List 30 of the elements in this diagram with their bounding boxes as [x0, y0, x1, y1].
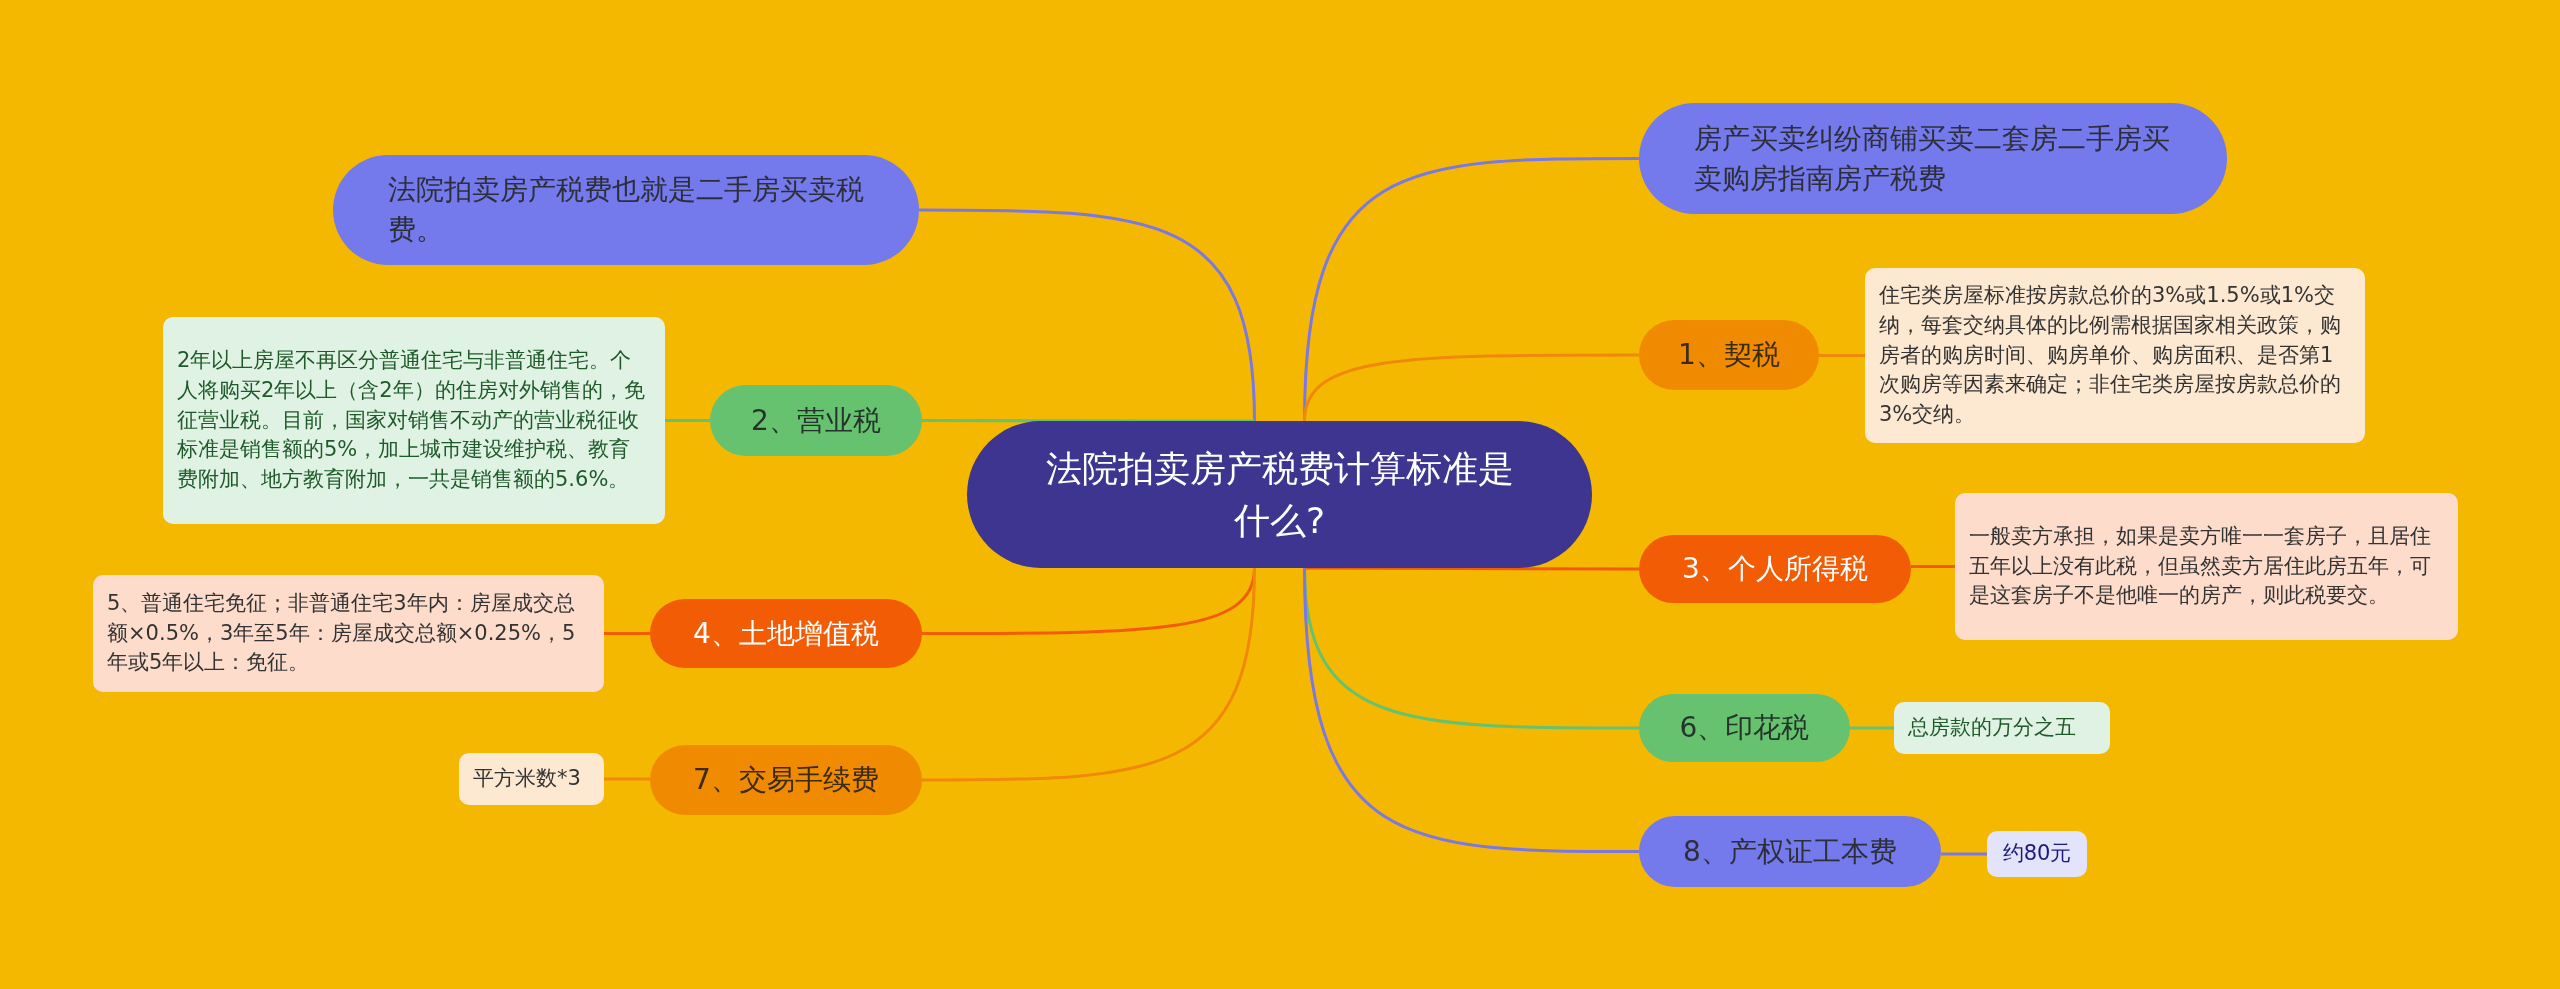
note-card: 5、普通住宅免征；非普通住宅3年内：房屋成交总额×0.5%，3年至5年：房屋成交总额×0.25%，5年或5年以上：免征。	[93, 575, 604, 692]
branch-pill: 2、营业税	[710, 385, 922, 456]
connector-line	[1819, 354, 1865, 357]
connector-line	[604, 777, 650, 781]
branch-pill: 1、契税	[1639, 320, 1819, 390]
note-card: 约80元	[1987, 831, 2087, 877]
connector-line	[1941, 852, 1987, 856]
branch-pill: 4、土地增值税	[650, 599, 922, 668]
note-card: 一般卖方承担，如果是卖方唯一一套房子，且居住五年以上没有此税，但虽然卖方居住此房五年，可是这套房子不是他唯一的房产，则此税要交。	[1955, 493, 2458, 640]
central-topic-pill: 法院拍卖房产税费计算标准是什么?	[967, 421, 1592, 568]
topic-pill: 法院拍卖房产税费也就是二手房买卖税费。	[333, 155, 919, 265]
connector-line	[922, 419, 1255, 423]
note-card: 平方米数*3	[459, 753, 604, 805]
connector-line	[1911, 565, 1955, 568]
note-card: 住宅类房屋标准按房款总价的3%或1.5%或1%交纳，每套交纳具体的比例需根据国家相关政策，购房者的购房时间、购房单价、购房面积、是否第1次购房等因素来确定；非住宅类房屋按房款总价的3%交纳。	[1865, 268, 2365, 443]
topic-pill: 房产买卖纠纷商铺买卖二套房二手房买卖购房指南房产税费	[1639, 103, 2227, 214]
branch-pill: 8、产权证工本费	[1639, 816, 1941, 887]
note-card: 总房款的万分之五	[1894, 702, 2110, 754]
note-card: 2年以上房屋不再区分普通住宅与非普通住宅。个人将购买2年以上（含2年）的住房对外销售的，免征营业税。目前，国家对销售不动产的营业税征收标准是销售额的5%，加上城市建设维护税、教育费附加、地方教育附加，一共是销售额的5.6%。	[163, 317, 665, 524]
connector-line	[1850, 726, 1894, 730]
connector-line	[919, 208, 1256, 422]
branch-pill: 6、印花税	[1639, 694, 1850, 762]
connector-line	[665, 419, 710, 422]
connector-line	[1303, 353, 1639, 422]
branch-pill: 3、个人所得税	[1639, 535, 1911, 603]
connector-line	[922, 567, 1256, 782]
connector-line	[604, 632, 650, 635]
connector-line	[1303, 567, 1639, 853]
connector-line	[1304, 566, 1639, 571]
branch-pill: 7、交易手续费	[650, 745, 922, 815]
